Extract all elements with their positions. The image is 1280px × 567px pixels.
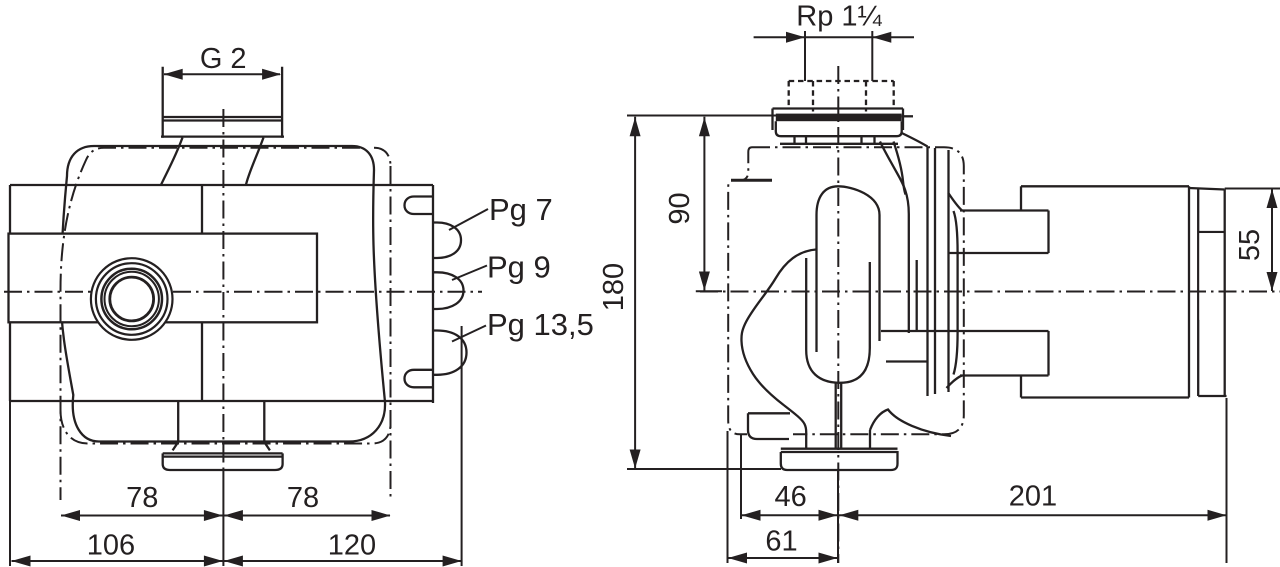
svg-text:G 2: G 2 (200, 43, 247, 75)
svg-text:46: 46 (774, 481, 806, 513)
svg-text:106: 106 (87, 530, 135, 562)
svg-text:Pg 9: Pg 9 (487, 250, 551, 285)
svg-text:78: 78 (126, 482, 158, 514)
svg-text:Pg 13,5: Pg 13,5 (487, 307, 594, 342)
svg-text:180: 180 (598, 263, 630, 311)
svg-text:78: 78 (287, 482, 319, 514)
svg-text:61: 61 (765, 526, 797, 558)
svg-text:120: 120 (328, 530, 376, 562)
svg-text:Rp 1¼: Rp 1¼ (796, 0, 882, 32)
svg-text:201: 201 (1009, 481, 1057, 513)
svg-text:90: 90 (664, 192, 696, 224)
svg-text:Pg 7: Pg 7 (489, 192, 553, 227)
svg-text:55: 55 (1234, 229, 1266, 261)
